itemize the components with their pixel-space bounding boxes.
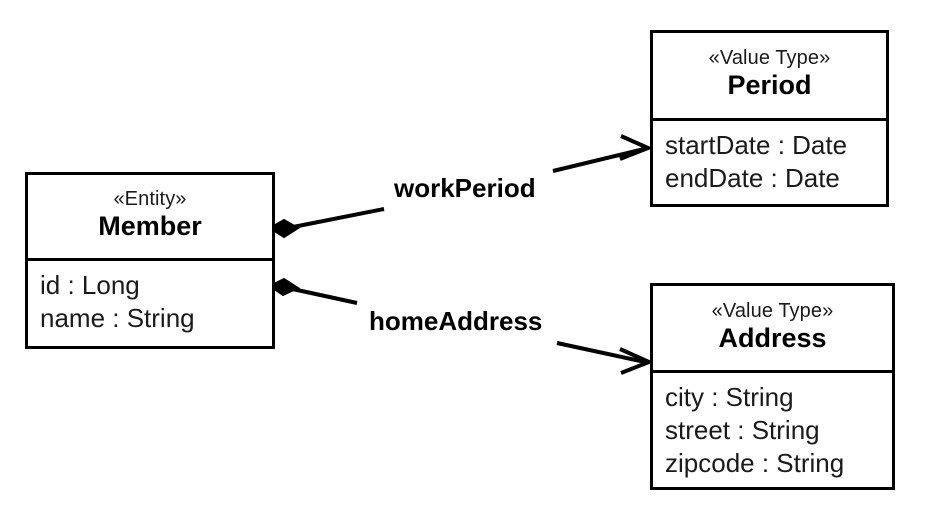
member-stereotype: «Entity» xyxy=(113,188,187,211)
home-address-line-right xyxy=(556,341,646,364)
address-attribute-zipcode: zipcode : String xyxy=(665,447,845,478)
member-class-name: Member xyxy=(98,211,202,242)
member-attributes: id : Long name : String xyxy=(28,261,272,346)
period-header: «Value Type» Period xyxy=(653,33,886,121)
address-attribute-street: street : String xyxy=(665,414,820,445)
address-stereotype: «Value Type» xyxy=(711,299,834,322)
uml-class-address[interactable]: «Value Type» Address city : String stree… xyxy=(650,283,895,490)
association-label-home-address[interactable]: homeAddress xyxy=(369,306,543,336)
work-period-open-arrowhead xyxy=(619,134,654,161)
period-attributes: startDate : Date endDate : Date xyxy=(653,121,886,204)
member-attribute-id: id : Long xyxy=(40,270,140,300)
period-attribute-end-date: endDate : Date xyxy=(665,162,840,193)
uml-class-period[interactable]: «Value Type» Period startDate : Date end… xyxy=(650,30,889,207)
association-label-work-period[interactable]: workPeriod xyxy=(394,173,536,203)
period-class-name: Period xyxy=(727,70,812,101)
address-header: «Value Type» Address xyxy=(653,286,892,373)
address-attributes: city : String street : String zipcode : … xyxy=(653,373,892,487)
home-address-line-left xyxy=(287,286,358,305)
member-attribute-name: name : String xyxy=(40,302,195,333)
work-period-line-left xyxy=(287,207,385,230)
home-address-open-arrowhead xyxy=(619,347,655,375)
uml-class-member[interactable]: «Entity» Member id : Long name : String xyxy=(25,172,275,349)
period-stereotype: «Value Type» xyxy=(708,47,831,70)
work-period-line-right xyxy=(552,147,645,173)
member-header: «Entity» Member xyxy=(28,175,272,261)
period-attribute-start-date: startDate : Date xyxy=(665,130,848,160)
address-class-name: Address xyxy=(718,322,827,353)
address-attribute-city: city : String xyxy=(665,382,794,412)
